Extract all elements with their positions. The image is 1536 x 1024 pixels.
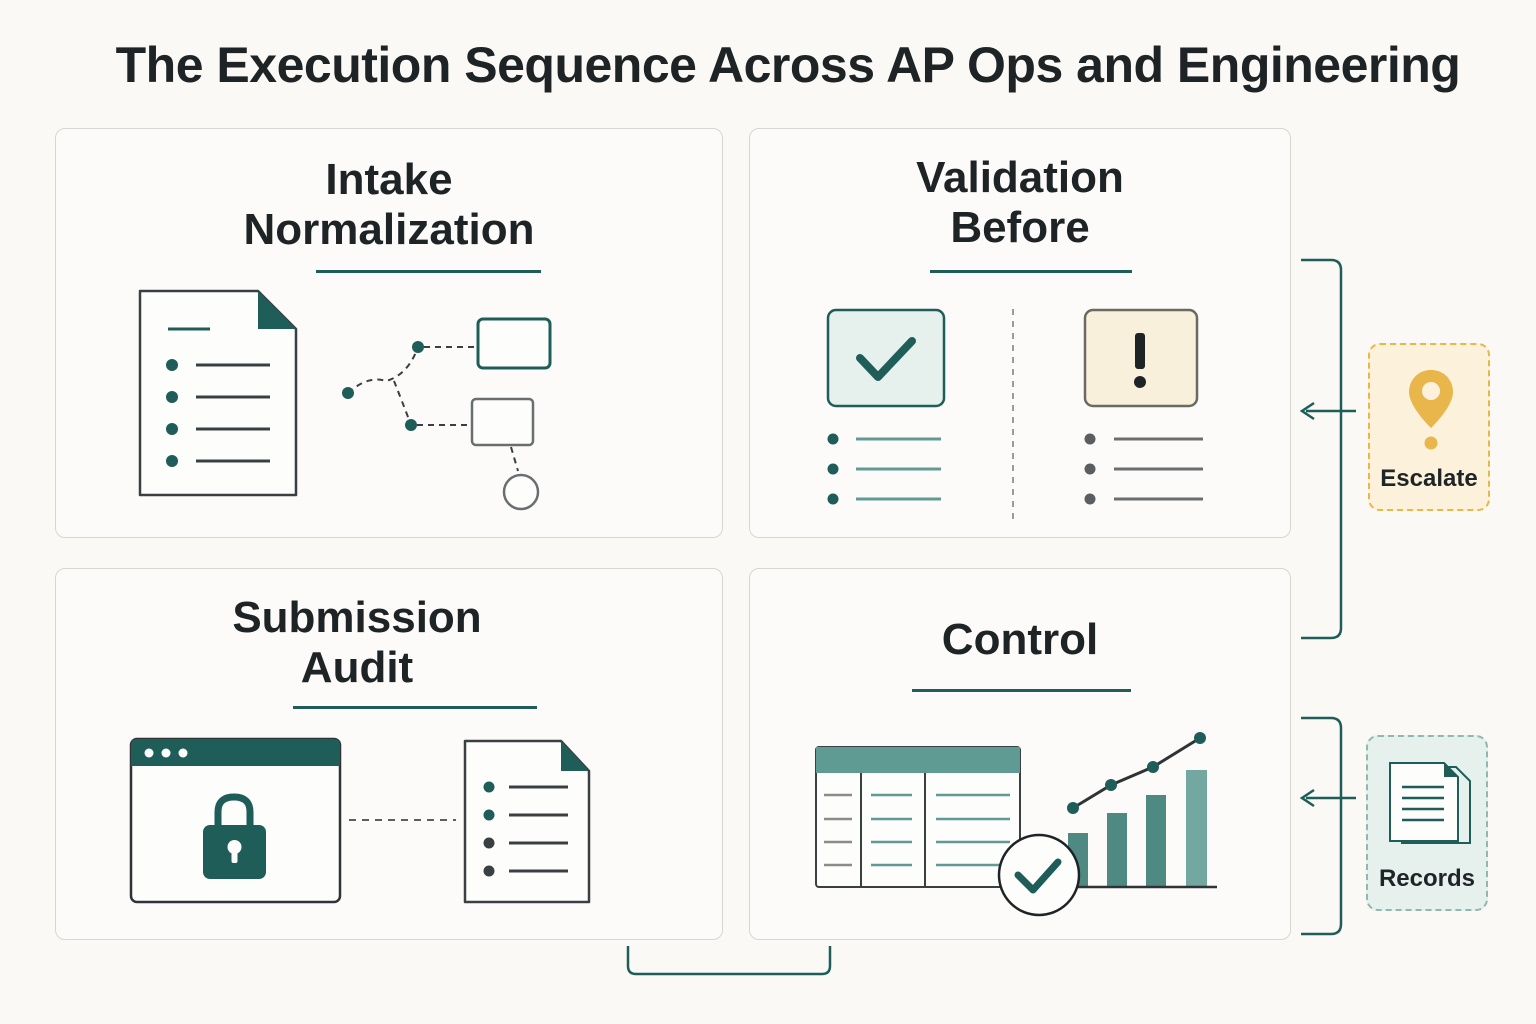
arrow-left-icon: [1299, 788, 1356, 808]
bracket-top: [1301, 258, 1343, 640]
panel-intake-normalization: Intake Normalization: [55, 128, 723, 538]
panel-title-line1: Control: [941, 615, 1099, 664]
audit-document-icon: [463, 739, 591, 904]
page-title: The Execution Sequence Across AP Ops and…: [115, 37, 1461, 93]
panel-title-line1: Submission: [232, 593, 482, 642]
panel-title: Submission Audit: [24, 593, 690, 693]
warning-list: [1084, 433, 1203, 505]
control-illustration: [815, 732, 1217, 917]
panel-title-line1: Intake: [325, 155, 453, 204]
lock-icon: [203, 793, 266, 879]
panel-validation-before: Validation Before: [749, 128, 1291, 538]
warning-exclamation-icon: [1083, 308, 1199, 408]
arrow-left-icon: [1299, 401, 1356, 421]
intake-illustration: [138, 289, 552, 511]
panel-title-line2: Audit: [300, 643, 414, 692]
title-underline: [912, 689, 1131, 692]
records-label: Records: [1378, 865, 1476, 892]
panel-control: Control: [749, 568, 1291, 940]
panel-title-line2: Normalization: [243, 205, 535, 254]
panel-submission-audit: Submission Audit: [55, 568, 723, 940]
title-underline: [293, 706, 537, 709]
valid-list: [827, 433, 941, 505]
bar-chart-icon: [1050, 732, 1217, 889]
escalate-label: Escalate: [1380, 465, 1478, 492]
check-circle-icon: [997, 833, 1081, 917]
panel-title-line1: Validation: [916, 153, 1124, 202]
panel-title-line2: Before: [950, 203, 1090, 252]
routing-network-icon: [342, 317, 552, 511]
submission-illustration: [129, 737, 591, 904]
title-underline: [316, 270, 541, 273]
secure-window-icon: [129, 737, 342, 904]
document-icon: [138, 289, 298, 497]
location-pin-icon: [1409, 370, 1453, 450]
title-underline: [930, 270, 1132, 273]
table-icon: [815, 746, 1021, 888]
bracket-bottom: [1301, 716, 1343, 936]
escalate-card[interactable]: Escalate: [1368, 343, 1490, 511]
panel-title: Intake Normalization: [56, 155, 722, 255]
checkmark-icon: [826, 308, 946, 408]
panel-title: Validation Before: [750, 153, 1290, 253]
panel-title: Control: [750, 615, 1290, 665]
validation-illustration: [826, 308, 1203, 519]
records-card[interactable]: Records: [1366, 735, 1488, 911]
bracket-lower: [626, 946, 832, 976]
documents-icon: [1389, 762, 1471, 844]
